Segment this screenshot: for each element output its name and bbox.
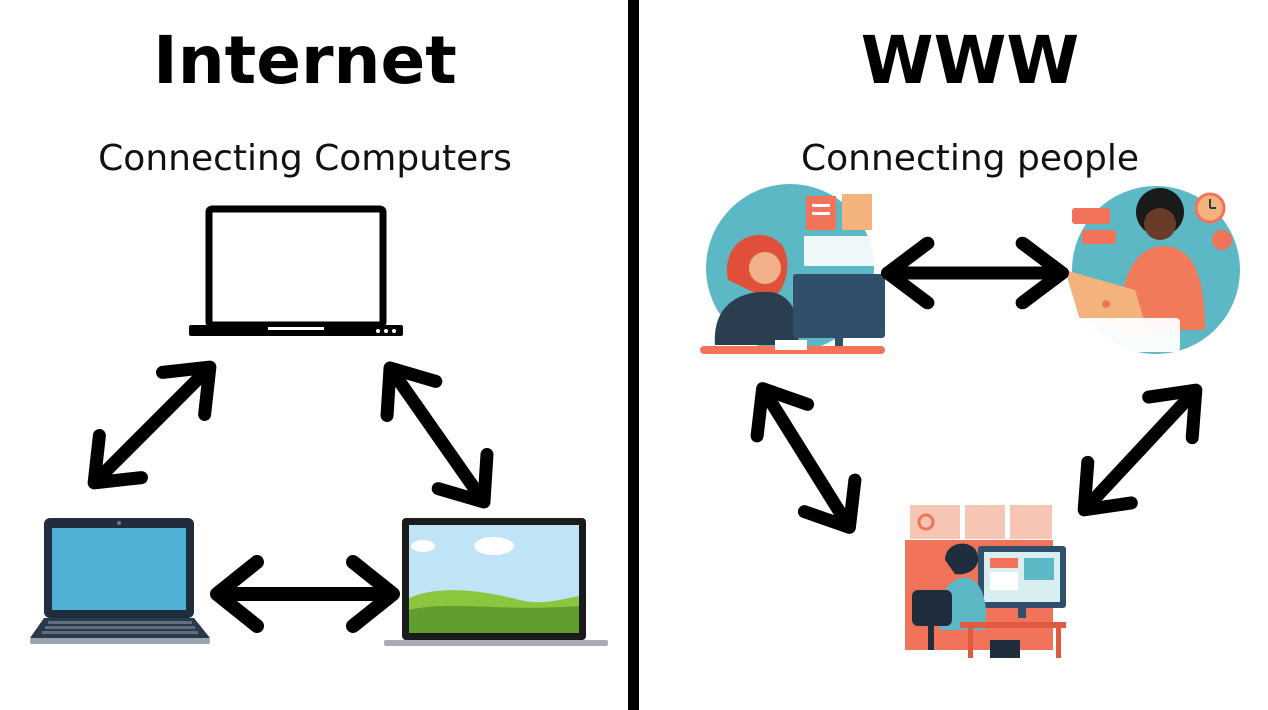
person-computer-desk-illustration (905, 505, 1066, 658)
internet-subtitle: Connecting Computers (98, 138, 512, 179)
double-arrow-icon (888, 243, 1062, 303)
double-arrow-icon (1062, 370, 1217, 530)
double-arrow-icon (737, 373, 874, 543)
double-arrow-icon (217, 562, 393, 626)
www-panel: WWW Connecting people (640, 0, 1268, 710)
double-arrow-icon (366, 351, 509, 519)
internet-panel: Internet Connecting Computers (0, 0, 628, 710)
www-subtitle: Connecting people (801, 138, 1139, 179)
person-laptop-call-illustration (1060, 186, 1240, 354)
internet-title: Internet (153, 22, 457, 99)
laptop-landscape-icon (384, 518, 608, 646)
center-divider (628, 0, 639, 710)
person-phone-desk-illustration (700, 184, 885, 354)
www-title: WWW (860, 22, 1080, 99)
laptop-outline-icon (189, 205, 403, 336)
laptop-blue-screen-icon (30, 518, 210, 644)
double-arrow-icon (73, 346, 231, 504)
